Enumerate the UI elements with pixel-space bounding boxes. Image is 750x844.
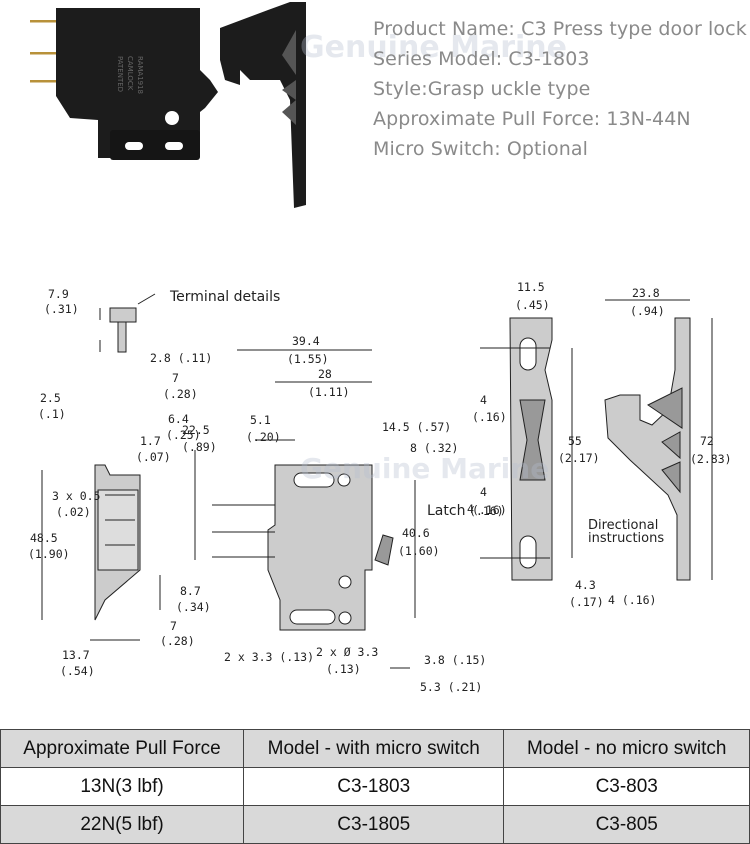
dim-7-9-inch: (.31) bbox=[44, 302, 79, 316]
dim-2x-dia-3-3: 2 x Ø 3.3 bbox=[316, 645, 378, 659]
product-photo-illustration: PATENTED CAMLOCK RAMA1918 bbox=[30, 2, 306, 208]
model-table: Approximate Pull Force Model - with micr… bbox=[0, 729, 750, 844]
directional-label: Directional bbox=[588, 518, 658, 533]
dim-4-3-inch: (.17) bbox=[569, 595, 604, 609]
dim-55: 55 bbox=[568, 434, 582, 448]
terminal-details-label: Terminal details bbox=[169, 289, 280, 305]
dim-2x3-3: 2 x 3.3 (.13) bbox=[224, 650, 314, 664]
dim-11-5-inch: (.45) bbox=[515, 298, 550, 312]
dim-39-4-inch: (1.55) bbox=[287, 352, 329, 366]
dim-6-4: 6.4 bbox=[168, 412, 189, 426]
dim-7-9: 7.9 bbox=[48, 287, 69, 301]
dim-39-4: 39.4 bbox=[292, 334, 320, 348]
dim-22-5: 22.5 bbox=[182, 423, 210, 437]
cell-pull-force: 22N(5 lbf) bbox=[0, 805, 245, 844]
dim-13-7: 13.7 bbox=[62, 648, 90, 662]
dim-23-8: 23.8 bbox=[632, 286, 660, 300]
housing-text-1: PATENTED bbox=[116, 56, 124, 92]
header-no-switch: Model - no micro switch bbox=[503, 729, 750, 768]
dim-22-5-inch: (.89) bbox=[182, 440, 217, 454]
product-specs: Product Name: C3 Press type door lock Se… bbox=[373, 14, 747, 164]
table-row: 22N(5 lbf) C3-1805 C3-805 bbox=[0, 805, 750, 844]
product-photo: PATENTED CAMLOCK RAMA1918 bbox=[0, 0, 360, 215]
dim-5-1: 5.1 bbox=[250, 413, 271, 427]
table-header-row: Approximate Pull Force Model - with micr… bbox=[0, 729, 750, 768]
dim-48-5: 48.5 bbox=[30, 531, 58, 545]
dim-28: 28 bbox=[318, 367, 332, 381]
dim-48-5-inch: (1.90) bbox=[28, 547, 70, 561]
dim-72: 72 bbox=[700, 434, 714, 448]
spec-product-name: Product Name: C3 Press type door lock bbox=[373, 18, 747, 40]
dim-7-b-inch: (.28) bbox=[160, 634, 195, 648]
spec-pull-force: Approximate Pull Force: 13N-44N bbox=[373, 108, 691, 130]
dim-3-8: 3.8 (.15) bbox=[424, 653, 486, 667]
dim-1-7: 1.7 bbox=[140, 434, 161, 448]
dim-11-5: 11.5 bbox=[517, 280, 545, 294]
dim-6-4-inch: (.25) bbox=[166, 428, 201, 442]
dim-14-5: 14.5 (.57) bbox=[382, 420, 451, 434]
dim-28-inch: (1.11) bbox=[308, 385, 350, 399]
latch-label: Latch bbox=[427, 503, 465, 519]
dim-2x-dia-3-3-inch: (.13) bbox=[326, 662, 361, 676]
dim-4-b: 4 bbox=[480, 393, 487, 407]
technical-drawing-svg: Terminal details Latch Directional instr… bbox=[28, 280, 732, 694]
dim-1-7-inch: (.07) bbox=[136, 450, 171, 464]
instructions-label: instructions bbox=[588, 531, 664, 546]
dim-8-7: 8.7 bbox=[180, 584, 201, 598]
dim-4-b-inch: (.16) bbox=[472, 410, 507, 424]
dim-5-3: 5.3 (.21) bbox=[420, 680, 482, 694]
dim-40-6: 40.6 bbox=[402, 526, 430, 540]
dim-4-c: 4 bbox=[480, 485, 487, 499]
dim-2-8: 2.8 (.11) bbox=[150, 351, 212, 365]
housing-text-3: RAMA1918 bbox=[136, 56, 144, 94]
cell-pull-force: 13N(3 lbf) bbox=[0, 767, 245, 806]
dim-2-5: 2.5 bbox=[40, 391, 61, 405]
dim-13-7-inch: (.54) bbox=[60, 664, 95, 678]
spec-micro-switch: Micro Switch: Optional bbox=[373, 138, 588, 160]
spec-series-model: Series Model: C3-1803 bbox=[373, 48, 590, 70]
cell-no-switch: C3-803 bbox=[503, 767, 750, 806]
dim-5-1-inch: (.20) bbox=[246, 430, 281, 444]
dim-23-8-inch: (.94) bbox=[630, 304, 665, 318]
dim-8: 8 (.32) bbox=[410, 441, 458, 455]
dim-7-b: 7 bbox=[170, 619, 177, 633]
dim-4-3: 4.3 bbox=[575, 578, 596, 592]
dim-3x0-5: 3 x 0.5 bbox=[52, 489, 100, 503]
dim-7-a-inch: (.28) bbox=[163, 387, 198, 401]
dim-4-a: 4 bbox=[467, 502, 474, 516]
dim-4-c-inch: (.16) bbox=[472, 503, 507, 517]
dim-4-a-inch: (.16) bbox=[469, 504, 504, 518]
cell-no-switch: C3-805 bbox=[503, 805, 750, 844]
dim-4-d: 4 (.16) bbox=[608, 593, 656, 607]
dim-55-inch: (2.17) bbox=[558, 451, 600, 465]
cell-with-switch: C3-1803 bbox=[243, 767, 505, 806]
housing-text-2: CAMLOCK bbox=[126, 56, 134, 91]
dim-3x0-5-inch: (.02) bbox=[56, 505, 91, 519]
table-row: 13N(3 lbf) C3-1803 C3-803 bbox=[0, 767, 750, 806]
dim-72-inch: (2.83) bbox=[690, 452, 732, 466]
technical-drawing: Terminal details Latch Directional instr… bbox=[0, 270, 750, 710]
dim-40-6-inch: (1.60) bbox=[398, 544, 440, 558]
dim-7-a: 7 bbox=[172, 371, 179, 385]
header-with-switch: Model - with micro switch bbox=[243, 729, 505, 768]
header-pull-force: Approximate Pull Force bbox=[0, 729, 245, 768]
spec-style: Style:Grasp uckle type bbox=[373, 78, 591, 100]
dim-8-7-inch: (.34) bbox=[176, 600, 211, 614]
dim-2-5-inch: (.1) bbox=[38, 407, 66, 421]
cell-with-switch: C3-1805 bbox=[243, 805, 505, 844]
